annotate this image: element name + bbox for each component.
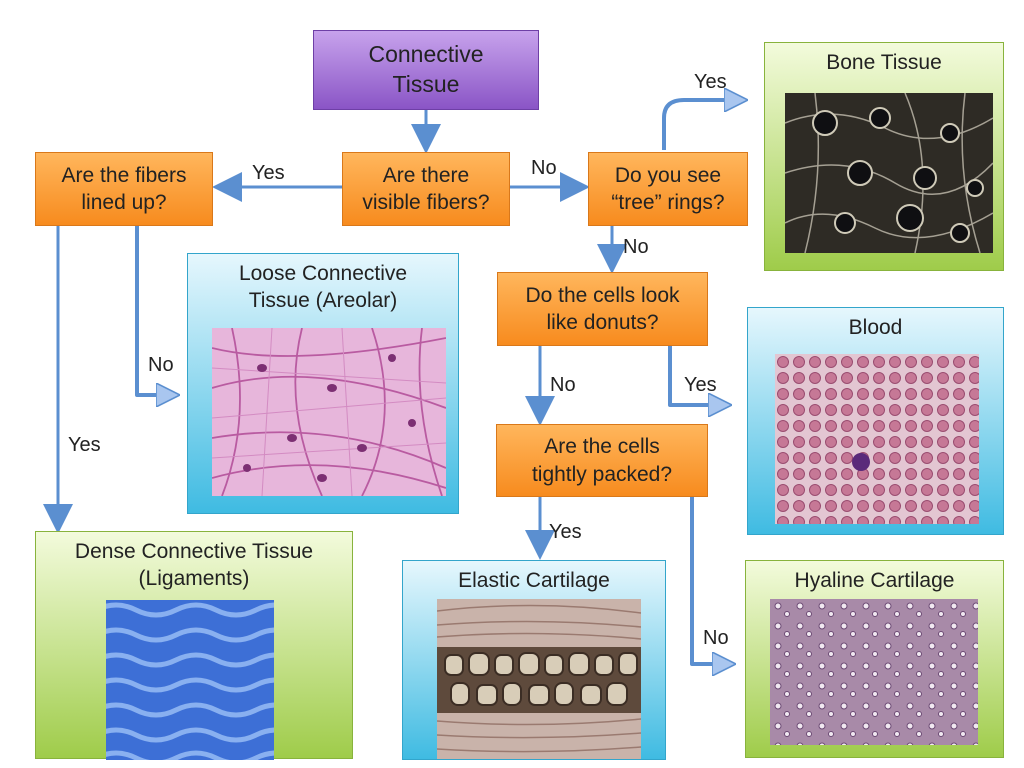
result-blood: Blood (747, 307, 1004, 535)
blood-micrograph (775, 354, 979, 524)
title-text: Connective Tissue (368, 41, 484, 97)
question-lined-up: Are the fibers lined up? (35, 152, 213, 226)
result-hyaline-cartilage-title: Hyaline Cartilage (794, 569, 955, 592)
bone-tissue-micrograph (785, 93, 993, 253)
result-bone-tissue-title: Bone Tissue (826, 51, 942, 74)
title-box: Connective Tissue (313, 30, 539, 110)
question-tree-rings-text: Do you see “tree” rings? (611, 163, 725, 214)
label-fibers-no: No (531, 157, 557, 179)
label-fibers-yes: Yes (252, 162, 285, 184)
question-tightly-packed-text: Are the cells tightly packed? (531, 435, 673, 486)
question-lined-up-text: Are the fibers lined up? (61, 163, 187, 214)
result-dense-connective-title: Dense Connective Tissue (Ligaments) (74, 540, 314, 591)
label-packed-no: No (703, 627, 729, 649)
result-loose-connective: Loose Connective Tissue (Areolar) (187, 253, 459, 514)
question-tightly-packed: Are the cells tightly packed? (496, 424, 708, 497)
result-loose-connective-title: Loose Connective Tissue (Areolar) (238, 262, 408, 313)
result-blood-title: Blood (848, 316, 903, 339)
label-rings-yes: Yes (694, 71, 727, 93)
result-hyaline-cartilage: Hyaline Cartilage (745, 560, 1004, 758)
ligament-micrograph (106, 600, 274, 760)
arrow-donuts-yes (668, 346, 728, 405)
label-donuts-yes: Yes (684, 374, 717, 396)
arrow-rings-yes (662, 100, 744, 150)
result-elastic-cartilage: Elastic Cartilage (402, 560, 666, 760)
arrow-lined-no (135, 226, 176, 395)
question-visible-fibers: Are there visible fibers? (342, 152, 510, 226)
label-donuts-no: No (550, 374, 576, 396)
areolar-micrograph (212, 328, 446, 496)
label-lined-yes: Yes (68, 434, 101, 456)
label-packed-yes: Yes (549, 521, 582, 543)
question-donuts: Do the cells look like donuts? (497, 272, 708, 346)
hyaline-cartilage-micrograph (770, 599, 978, 745)
elastic-cartilage-micrograph (437, 599, 641, 759)
arrow-packed-no (690, 497, 732, 664)
result-elastic-cartilage-title: Elastic Cartilage (458, 569, 610, 592)
question-tree-rings: Do you see “tree” rings? (588, 152, 748, 226)
question-visible-fibers-text: Are there visible fibers? (362, 163, 490, 214)
label-lined-no: No (148, 354, 174, 376)
result-bone-tissue: Bone Tissue (764, 42, 1004, 271)
result-dense-connective: Dense Connective Tissue (Ligaments) (35, 531, 353, 760)
question-donuts-text: Do the cells look like donuts? (525, 283, 680, 334)
label-rings-no: No (623, 236, 649, 258)
